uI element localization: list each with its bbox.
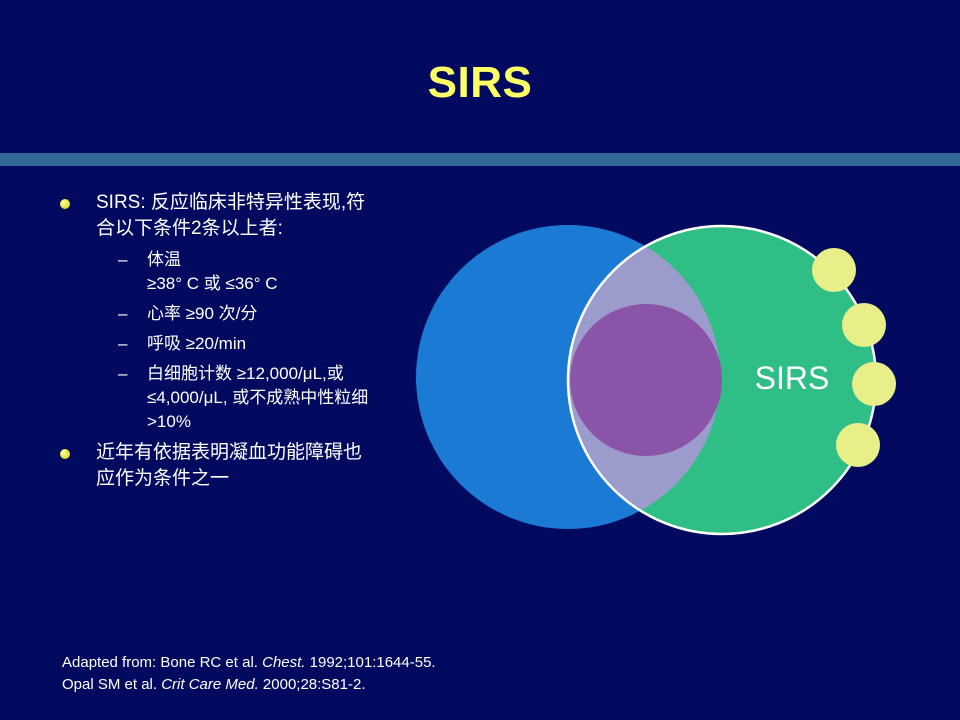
bullet-dot-icon [60,199,70,209]
sub-item-text-line: >10% [147,412,191,431]
sub-item-text-line: ≤4,000/μL, 或不成熟中性粒细 [147,388,369,407]
title-divider-bar [0,153,960,166]
bullet-item-coagulation: 近年有依据表明凝血功能障碍也 应作为条件之一 [58,440,443,492]
bullet-list: SIRS: 反应临床非特异性表现,符 合以下条件2条以上者: – 体温 ≥38°… [58,190,443,496]
slide-title: SIRS [427,58,533,107]
overlap-region [568,226,720,529]
reference-journal: Crit Care Med. [161,676,259,693]
bullet-text-line: 近年有依据表明凝血功能障碍也 [96,442,363,463]
bullet-text-line: 应作为条件之一 [96,468,230,489]
sub-item-text-line: 呼吸 ≥20/min [147,334,247,353]
sub-item-respiration: – 呼吸 ≥20/min [58,332,443,356]
sub-item-text-line: 白细胞计数 ≥12,000/μL,或 [147,364,344,383]
sub-item-dash: – [118,304,128,323]
reference-text: 1992;101:1644-55. [305,654,436,671]
sub-item-text-line: 体温 [147,250,181,269]
reference-line: Opal SM et al. Crit Care Med. 2000;28:S8… [62,674,436,696]
satellite-circle [812,248,856,292]
inner-circle [570,304,722,456]
sub-item-dash: – [118,334,128,353]
reference-text: Adapted from: Bone RC et al. [62,654,263,671]
sub-item-text-line: 心率 ≥90 次/分 [147,304,258,323]
satellite-circle [852,362,896,406]
diagram-label: SIRS [755,360,830,396]
references: Adapted from: Bone RC et al. Chest. 1992… [62,652,436,696]
sub-item-temperature: – 体温 ≥38° C 或 ≤36° C [58,248,443,296]
sub-item-heart-rate: – 心率 ≥90 次/分 [58,302,443,326]
bullet-text-line: SIRS: 反应临床非特异性表现,符 [96,192,366,213]
reference-line: Adapted from: Bone RC et al. Chest. 1992… [62,652,436,674]
reference-text: 2000;28:S81-2. [258,676,366,693]
reference-journal: Chest. [262,654,306,671]
bullet-item-sirs-definition: SIRS: 反应临床非特异性表现,符 合以下条件2条以上者: [58,190,443,242]
satellite-circle [836,423,880,467]
bullet-dot-icon [60,449,70,459]
sub-item-text-line: ≥38° C 或 ≤36° C [147,274,278,293]
satellite-circle [842,303,886,347]
reference-text: Opal SM et al. [62,676,162,693]
sub-item-wbc-count: – 白细胞计数 ≥12,000/μL,或 ≤4,000/μL, 或不成熟中性粒细… [58,362,443,434]
sub-item-dash: – [118,364,128,383]
bullet-text-line: 合以下条件2条以上者: [96,218,283,239]
sub-item-dash: – [118,250,128,269]
